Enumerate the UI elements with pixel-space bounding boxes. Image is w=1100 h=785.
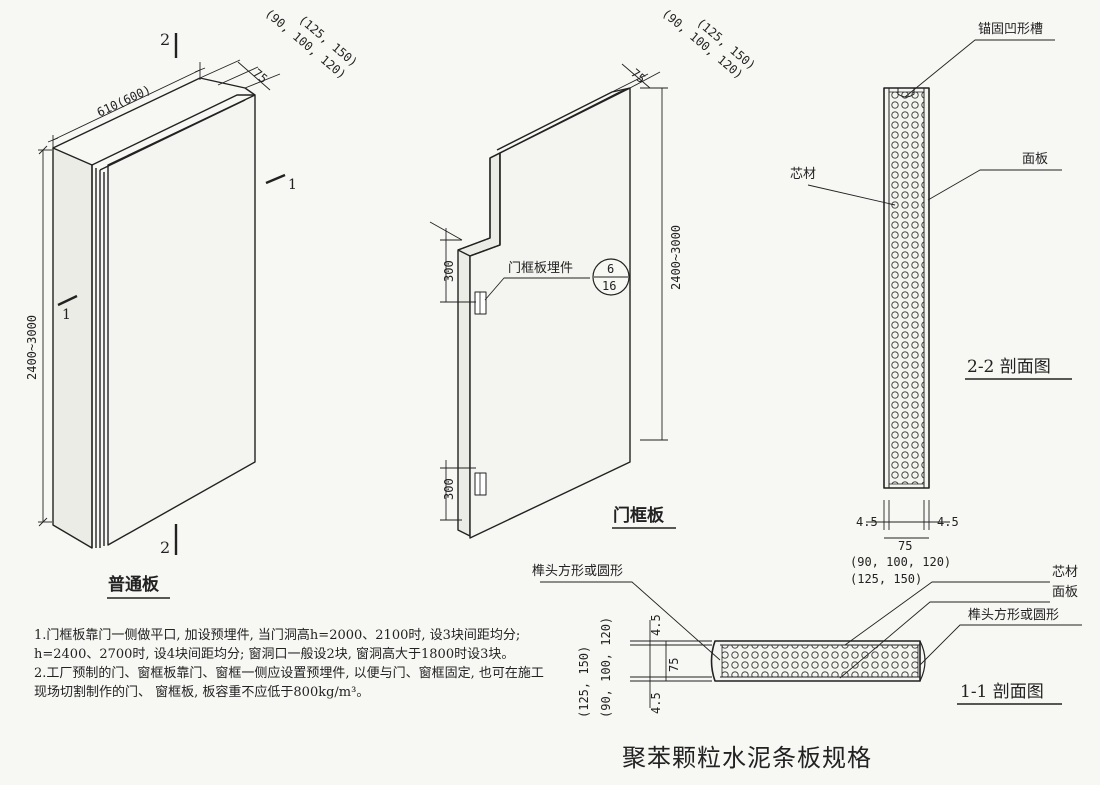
notes-block: 1.门框板靠门一侧做平口, 加设预埋件, 当门洞高h=2000、2100时, 设… <box>34 626 554 702</box>
section22-core-label: 芯材 <box>790 167 817 182</box>
section22-dim-b: (125, 150) <box>850 572 923 586</box>
section22-groove-label: 锚固凹形槽 <box>978 22 1044 37</box>
door-ref-denominator: 16 <box>602 279 617 293</box>
note-2: 2.工厂预制的门、窗框板靠门、窗框一侧应设置预埋件, 以便与门、窗框固定, 也可… <box>34 666 544 700</box>
section11-core-label: 芯材 <box>1052 565 1079 580</box>
door-height-dimension: 2400~3000 <box>669 224 683 290</box>
plain-section-mark-bottom: 2 <box>160 538 171 557</box>
section11-dim-mid: 75 <box>667 657 681 672</box>
section11-title: 1-1 剖面图 <box>960 682 1044 702</box>
plain-panel-drawing <box>38 33 286 599</box>
plain-section-mark-top: 2 <box>160 30 171 49</box>
door-embed-label: 门框板埋件 <box>508 261 574 276</box>
section11-face-label: 面板 <box>1052 585 1079 600</box>
plain-section-mark-right: 1 <box>288 177 297 193</box>
section11-dim-top: 4.5 <box>649 614 663 636</box>
section11-tenon-left-label: 榫头方形或圆形 <box>532 564 624 579</box>
section22-dim-left: 4.5 <box>856 515 878 529</box>
door-panel-title: 门框板 <box>613 506 664 526</box>
door-dim-300-bottom: 300 <box>442 478 456 500</box>
door-dim-300-top: 300 <box>442 260 456 282</box>
main-title: 聚苯颗粒水泥条板规格 <box>622 744 872 772</box>
section22-face-label: 面板 <box>1022 152 1049 167</box>
section22-title: 2-2 剖面图 <box>967 357 1051 377</box>
section22-dim-mid: 75 <box>898 539 913 553</box>
section11-tenon-right-label: 榫头方形或圆形 <box>968 608 1060 623</box>
section11-dim-a: (90, 100, 120) <box>599 616 613 718</box>
door-panel-drawing <box>429 63 676 539</box>
plain-panel-title: 普通板 <box>108 575 159 595</box>
section-1-1-drawing <box>540 581 1082 708</box>
section22-dim-a: (90, 100, 120) <box>850 555 952 569</box>
plain-section-mark-left: 1 <box>62 307 71 323</box>
section11-dim-b: (125, 150) <box>577 645 591 718</box>
plain-height-dimension: 2400~3000 <box>25 314 39 380</box>
door-ref-numerator: 6 <box>607 262 615 276</box>
section22-dim-right: 4.5 <box>937 515 959 529</box>
section-2-2-drawing <box>807 39 1072 539</box>
section11-dim-bottom: 4.5 <box>649 692 663 714</box>
note-1: 1.门框板靠门一侧做平口, 加设预埋件, 当门洞高h=2000、2100时, 设… <box>34 628 521 662</box>
